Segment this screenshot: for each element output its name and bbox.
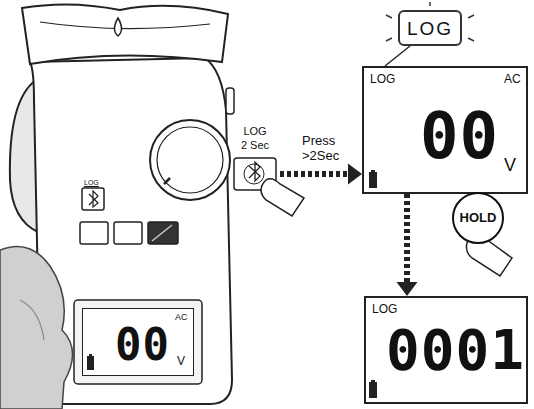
bluetooth-ring [244, 164, 264, 184]
bluetooth-symbol [89, 191, 98, 207]
battery-icon [89, 354, 92, 356]
hand-crease [20, 300, 44, 340]
edge-label: Press >2Sec [300, 134, 341, 164]
lcd-display: AC 00V [82, 308, 194, 376]
display-text: LOG [232, 126, 278, 137]
connector-line [385, 46, 410, 66]
battery-icon [369, 172, 377, 188]
leader-line [385, 46, 410, 66]
rotary-dial [150, 120, 230, 200]
flashing-log-indicator: LOG [398, 10, 462, 46]
lcd-display: LOG 0001 [364, 296, 528, 404]
display-text: AC [504, 73, 521, 85]
log-button-callout: LOG 2 Sec [232, 126, 278, 192]
jaw-edge [40, 22, 210, 29]
battery-icon [87, 356, 94, 370]
function-button [114, 222, 142, 244]
display-text: 2 Sec [232, 140, 278, 151]
dial-pointer [164, 178, 170, 184]
hold-button: HOLD [452, 192, 504, 244]
lcd-digits: 00 [115, 323, 170, 367]
flash-ray [386, 38, 392, 41]
button-label: LOG [84, 179, 99, 186]
display-text: LOG [372, 303, 397, 315]
lcd-digits: 00 [420, 104, 499, 168]
pressing-finger [261, 179, 304, 216]
function-button [80, 222, 108, 244]
process-arrow [397, 194, 418, 296]
flash-ray [468, 15, 474, 18]
arrow-head [348, 164, 362, 185]
display-text: AC [175, 313, 188, 322]
battery-icon [371, 170, 375, 172]
lcd-bezel [74, 300, 202, 384]
function-button [148, 222, 178, 244]
jaw-mark [115, 18, 122, 36]
holding-hand [0, 246, 73, 409]
display-text: HOLD [454, 211, 502, 224]
button-highlight [152, 225, 172, 241]
connector-line [404, 194, 410, 282]
process-arrow [280, 164, 362, 185]
flash-ray [386, 15, 392, 18]
lcd-display: LOG AC 00V [362, 66, 528, 194]
lcd-digits: 0001 [386, 322, 525, 378]
battery-icon [371, 380, 375, 382]
lcd-ground [83, 309, 193, 375]
rotary-dial-knob [157, 127, 223, 193]
display-text: V [177, 355, 185, 367]
flash-ray [468, 38, 474, 41]
battery-icon [369, 382, 377, 398]
side-tab [226, 88, 234, 114]
flash-ray [429, 2, 431, 6]
clamp-jaw [22, 4, 228, 64]
arrow-head [397, 282, 418, 296]
display-text: LOG [400, 19, 460, 38]
display-text: V [504, 156, 516, 174]
log-button [82, 188, 104, 210]
connector-line [280, 171, 348, 177]
display-text: LOG [370, 73, 395, 85]
